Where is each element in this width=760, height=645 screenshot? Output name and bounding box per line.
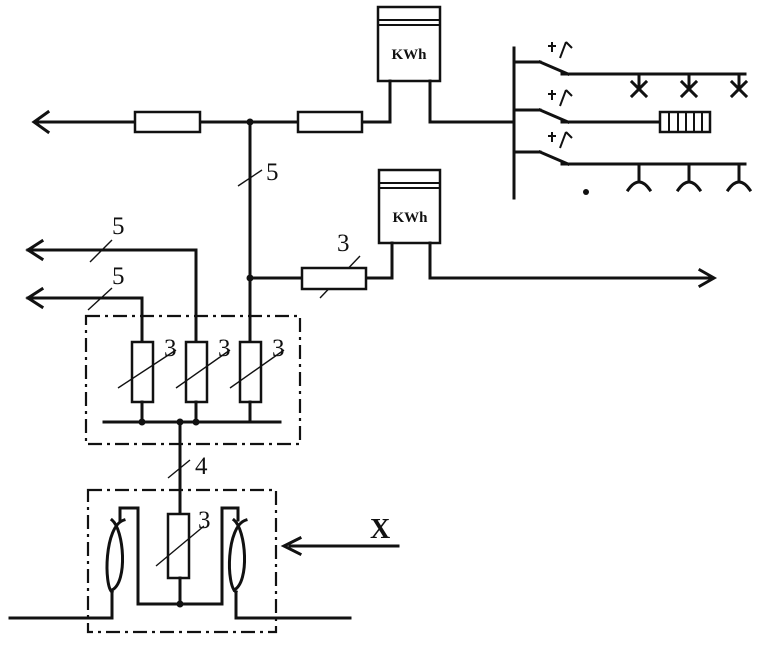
meter-bottom-label: KWh bbox=[392, 210, 428, 226]
heater-icon bbox=[658, 110, 712, 134]
vertical-trunk bbox=[237, 118, 263, 344]
left-feeder-lower bbox=[25, 286, 144, 344]
branch-core-label: 3 bbox=[337, 230, 350, 257]
socket-circuit bbox=[512, 131, 753, 195]
meter-bottom: KWh bbox=[377, 168, 718, 289]
coil-left-icon bbox=[105, 517, 126, 595]
lighting-circuit bbox=[512, 41, 749, 99]
main-fuse-right bbox=[296, 110, 364, 134]
cabinet-fuse-b bbox=[184, 340, 209, 404]
branch-fuse bbox=[300, 266, 368, 291]
fuse-c-core-label: 3 bbox=[272, 335, 285, 362]
supply-core-label: 4 bbox=[195, 453, 208, 480]
fuse-cabinet-enclosure bbox=[84, 314, 302, 446]
meter-top: KWh bbox=[376, 5, 514, 124]
dot-marker bbox=[583, 189, 589, 195]
transformer-fuse bbox=[166, 512, 191, 580]
left-lower-core-label: 5 bbox=[112, 263, 125, 290]
transformer-enclosure bbox=[86, 488, 278, 634]
fuse-a-core-label: 3 bbox=[164, 335, 177, 362]
switch-3-icon bbox=[548, 131, 573, 149]
main-fuse-left bbox=[133, 110, 202, 134]
input-marker-arrow bbox=[280, 535, 400, 557]
cabinet-fuses bbox=[102, 340, 285, 426]
transformer-fuse-core-label: 3 bbox=[198, 507, 211, 534]
coil-right-icon bbox=[227, 517, 248, 595]
transformer-assembly bbox=[8, 506, 352, 620]
switch-2-icon bbox=[548, 89, 573, 107]
meter-top-label: KWh bbox=[391, 47, 427, 63]
switch-1-icon bbox=[548, 41, 573, 59]
heater-circuit bbox=[512, 89, 712, 134]
left-feeder-upper bbox=[25, 238, 198, 344]
supply-riser bbox=[167, 420, 191, 516]
input-marker-label: X bbox=[370, 514, 390, 545]
socket-icon bbox=[625, 162, 753, 193]
left-upper-core-label: 5 bbox=[112, 213, 125, 240]
cabinet-fuse-c bbox=[238, 340, 263, 404]
lamp-icon bbox=[629, 72, 749, 99]
trunk-core-label: 5 bbox=[266, 159, 279, 186]
fuse-b-core-label: 3 bbox=[218, 335, 231, 362]
